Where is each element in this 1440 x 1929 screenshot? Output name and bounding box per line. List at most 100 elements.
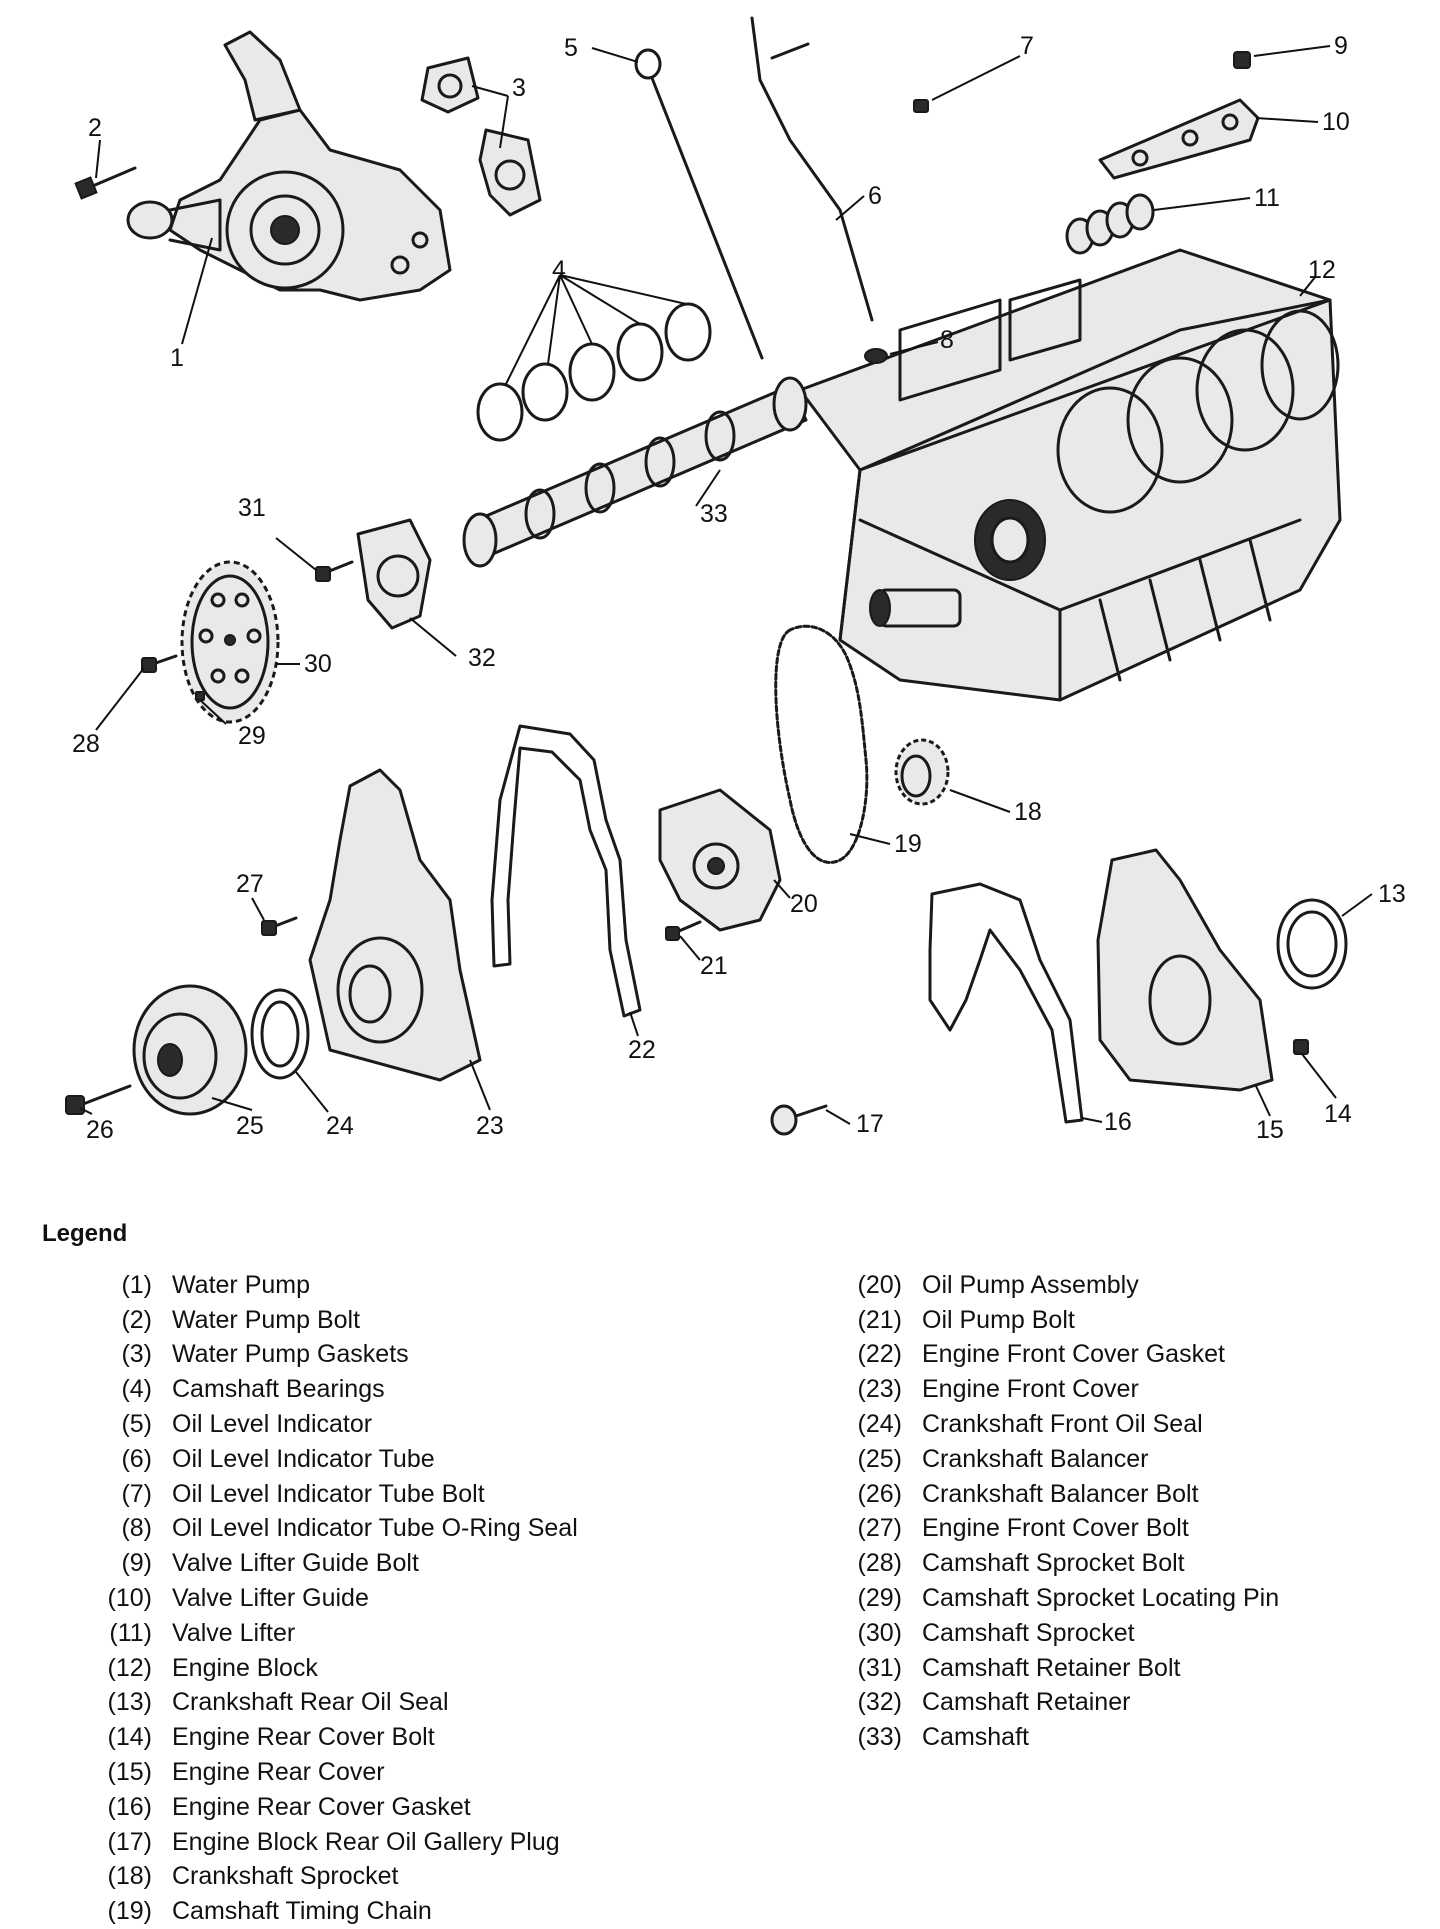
- legend-item-label: Water Pump Gaskets: [172, 1340, 409, 1369]
- callout-4: 4: [552, 256, 566, 284]
- legend-item: (32)Camshaft Retainer: [820, 1686, 1380, 1721]
- legend-item-label: Crankshaft Balancer: [922, 1444, 1149, 1473]
- legend-item: (8)Oil Level Indicator Tube O-Ring Seal: [70, 1512, 630, 1547]
- legend-column-left: (1)Water Pump (2)Water Pump Bolt (3)Wate…: [70, 1268, 630, 1929]
- engine-block: [798, 248, 1342, 702]
- camshaft-sprocket: [180, 560, 280, 724]
- callout-29: 29: [238, 722, 266, 750]
- legend-item-number: (23): [857, 1375, 902, 1404]
- crankshaft-rear-oil-seal: [1276, 898, 1348, 990]
- legend-item: (17)Engine Block Rear Oil Gallery Plug: [70, 1825, 630, 1860]
- legend-item-label: Oil Level Indicator Tube: [172, 1444, 435, 1473]
- camshaft-retainer-bolt: [315, 560, 354, 582]
- callout-17: 17: [856, 1110, 884, 1138]
- legend-item-number: (13): [107, 1688, 152, 1717]
- legend-item-label: Engine Front Cover Bolt: [922, 1514, 1189, 1543]
- legend-item-number: (27): [857, 1514, 902, 1543]
- callout-labels: 1 2 3 4 5 6 7 8 9 10 11 12 13 14 15 16 1…: [72, 32, 1406, 1144]
- legend-item-number: (16): [107, 1792, 152, 1821]
- legend-item-label: Camshaft Sprocket Locating Pin: [922, 1584, 1280, 1613]
- legend-item-number: (11): [109, 1618, 152, 1647]
- legend-item: (10) Valve Lifter Guide: [70, 1581, 630, 1616]
- oil-pump-assembly: [658, 788, 782, 932]
- legend-item-label: Valve Lifter: [172, 1618, 296, 1647]
- legend-item: (15) Engine Rear Cover: [70, 1755, 630, 1790]
- legend-item-number: (25): [857, 1444, 902, 1473]
- water-pump: [126, 30, 452, 302]
- legend-item-number: (29): [857, 1584, 902, 1613]
- legend-item-label: Camshaft Bearings: [172, 1375, 385, 1404]
- legend-item-number: (10): [107, 1584, 152, 1613]
- callout-9: 9: [1334, 32, 1348, 60]
- oil-level-indicator: [634, 48, 764, 360]
- legend-item: (28) Camshaft Sprocket Bolt: [820, 1546, 1380, 1581]
- legend-item: (23)Engine Front Cover: [820, 1372, 1380, 1407]
- callout-24: 24: [326, 1112, 354, 1140]
- engine-rear-cover: [1096, 848, 1274, 1092]
- legend-item: (33)Camshaft: [820, 1720, 1380, 1755]
- legend-item-number: (7): [121, 1479, 152, 1508]
- engine-front-cover: [308, 768, 482, 1082]
- legend-item-label: Crankshaft Balancer Bolt: [922, 1479, 1199, 1508]
- callout-22: 22: [628, 1036, 656, 1064]
- camshaft-sprocket-locating-pin: [195, 691, 205, 701]
- callout-3: 3: [512, 74, 526, 102]
- legend-item-label: Oil Level Indicator: [172, 1410, 373, 1439]
- legend-item-label: Engine Rear Cover: [172, 1758, 385, 1787]
- legend-item-label: Camshaft Sprocket Bolt: [922, 1549, 1185, 1578]
- legend-item-number: (12): [107, 1653, 152, 1682]
- legend-item-label: Oil Level Indicator Tube Bolt: [172, 1479, 485, 1508]
- legend-item: (11) Valve Lifter: [70, 1616, 630, 1651]
- legend-item-number: (33): [857, 1723, 902, 1752]
- valve-lifter-guide-bolt: [1233, 51, 1251, 69]
- callout-31: 31: [238, 494, 266, 522]
- legend-item-label: Engine Rear Cover Bolt: [172, 1723, 435, 1752]
- legend-item-label: Camshaft Timing Chain: [172, 1897, 432, 1926]
- legend-item: (3)Water Pump Gaskets: [70, 1338, 630, 1373]
- legend-item-label: Crankshaft Sprocket: [172, 1862, 399, 1891]
- legend-item-number: (18): [107, 1862, 152, 1891]
- legend-title: Legend: [42, 1220, 128, 1247]
- legend-item-label: Water Pump Bolt: [172, 1305, 361, 1334]
- legend-item-number: (9): [121, 1549, 152, 1578]
- camshaft-sprocket-bolt: [141, 654, 178, 673]
- crankshaft-balancer: [132, 984, 248, 1116]
- legend-item-number: (15): [107, 1758, 152, 1787]
- water-pump-gaskets: [420, 56, 542, 217]
- callout-7: 7: [1020, 32, 1034, 60]
- engine-front-cover-gasket: [490, 724, 642, 1018]
- legend-item-number: (20): [857, 1270, 902, 1299]
- legend-item-label: Valve Lifter Guide: [172, 1584, 369, 1613]
- callout-5: 5: [564, 34, 578, 62]
- legend-item-number: (26): [857, 1479, 902, 1508]
- callout-33: 33: [700, 500, 728, 528]
- legend-item: (18) Crankshaft Sprocket: [70, 1860, 630, 1895]
- camshaft: [462, 376, 808, 568]
- callout-14: 14: [1324, 1100, 1352, 1128]
- legend-item: (12)Engine Block: [70, 1651, 630, 1686]
- crankshaft-sprocket: [894, 738, 950, 806]
- legend-item-number: (8): [121, 1514, 152, 1543]
- callout-1: 1: [170, 344, 184, 372]
- legend-item: (30)Camshaft Sprocket: [820, 1616, 1380, 1651]
- legend-item: (2) Water Pump Bolt: [70, 1303, 630, 1338]
- callout-8: 8: [940, 326, 954, 354]
- legend-item-label: Valve Lifter Guide Bolt: [172, 1549, 419, 1578]
- callout-16: 16: [1104, 1108, 1132, 1136]
- legend-item-number: (24): [857, 1410, 902, 1439]
- legend-item-label: Camshaft Retainer: [922, 1688, 1131, 1717]
- engine-front-cover-bolt: [261, 916, 298, 936]
- legend-item: (9) Valve Lifter Guide Bolt: [70, 1546, 630, 1581]
- legend-item: (25) Crankshaft Balancer: [820, 1442, 1380, 1477]
- callout-20: 20: [790, 890, 818, 918]
- callout-10: 10: [1322, 108, 1350, 136]
- camshaft-retainer: [356, 518, 432, 630]
- legend-item-number: (2): [121, 1305, 152, 1334]
- legend-item-number: (30): [857, 1618, 902, 1647]
- legend-item-number: (28): [857, 1549, 902, 1578]
- camshaft-bearings: [476, 274, 712, 442]
- legend-item: (31)Camshaft Retainer Bolt: [820, 1651, 1380, 1686]
- legend-item-label: Oil Pump Assembly: [922, 1270, 1139, 1299]
- callout-6: 6: [868, 182, 882, 210]
- valve-lifter-guide: [1098, 98, 1260, 180]
